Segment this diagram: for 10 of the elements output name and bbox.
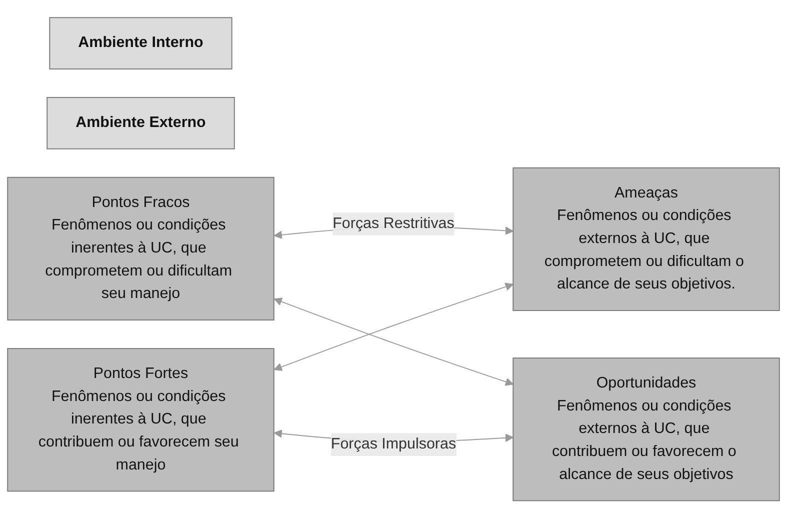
node-box: Oportunidades Fenômenos ou condições externos à UC, que contribuem ou favorecem o alcance de seus objetivos [512, 358, 780, 502]
node-box: Pontos Fortes Fenômenos ou condições inerentes à UC, que contribuem ou favorecem seu manejo [7, 348, 274, 492]
edge-label: Forças Restritivas [332, 216, 454, 232]
node-box: Pontos Fracos Fenômenos ou condições inerentes à UC, que comprometem ou dificultam seu manejo [7, 177, 274, 321]
node-box: Ambiente Interno [49, 17, 232, 70]
edge-label: Forças Impulsoras [330, 436, 456, 453]
arrow [274, 298, 514, 386]
node-box: Ambiente Externo [46, 97, 235, 150]
node-box: Ameaças Fenômenos ou condições externos à UC, que comprometem ou dificultam o alcance de seus objetivos. [512, 168, 780, 312]
arrow [274, 283, 514, 372]
